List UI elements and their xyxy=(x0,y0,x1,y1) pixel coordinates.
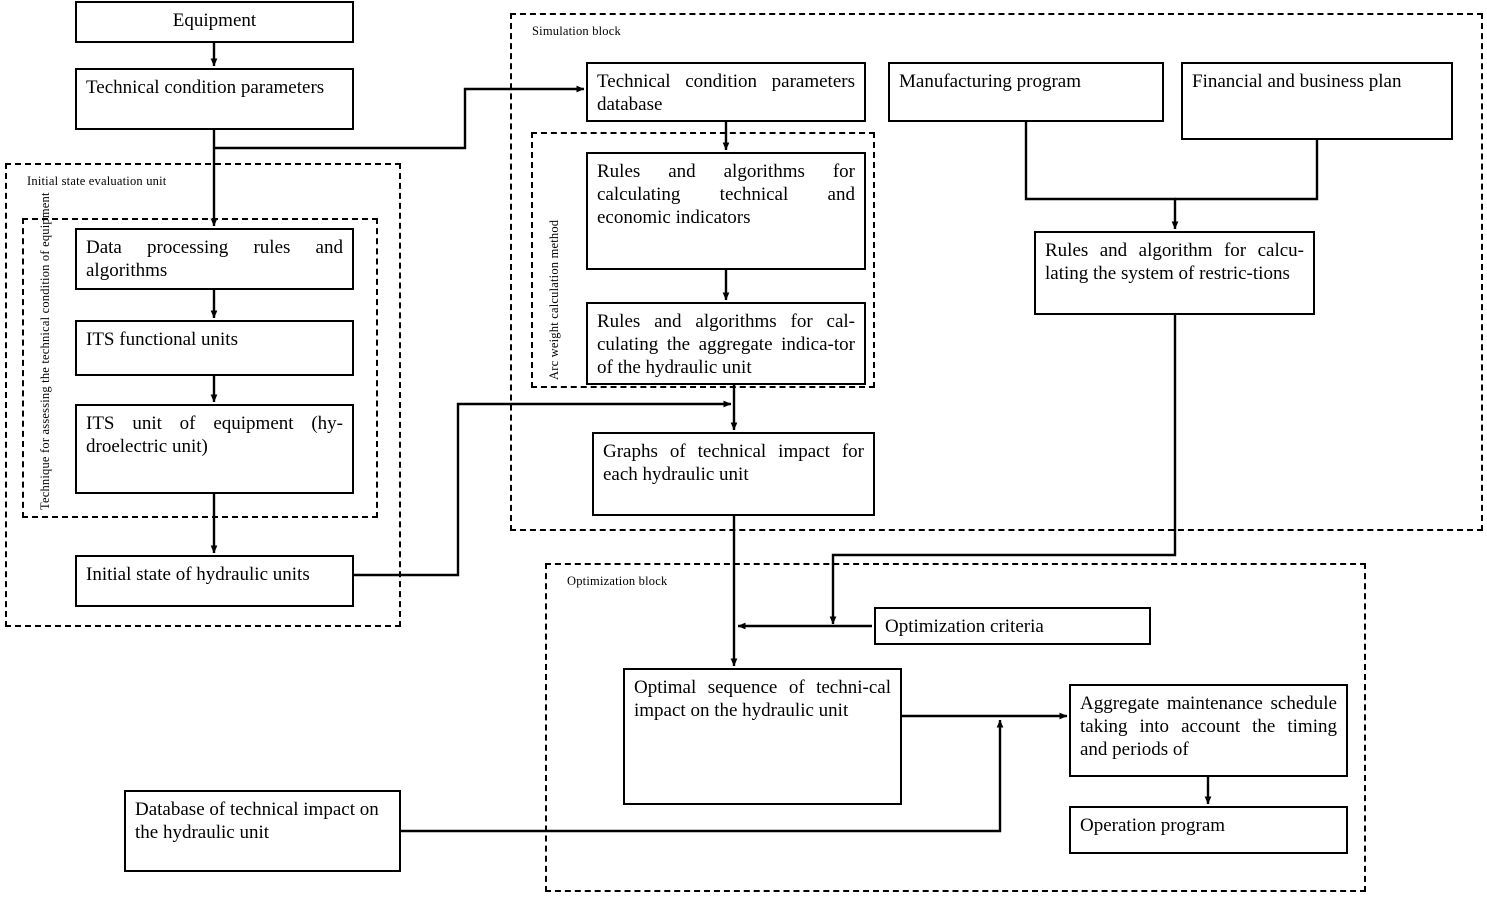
node-its-unit-of-equipment[interactable]: ITS unit of equipment (hy-droelectric un… xyxy=(75,404,354,494)
group-label-optimization-block: Optimization block xyxy=(567,574,668,588)
node-database-of-technical-impact[interactable]: Database of technical impact on the hydr… xyxy=(124,790,401,872)
group-initial-state-evaluation-unit xyxy=(5,163,401,627)
group-label-technique-assessing: Technique for assessing the technical co… xyxy=(38,192,52,510)
group-label-simulation-block: Simulation block xyxy=(532,24,621,38)
node-graphs-of-technical-impact[interactable]: Graphs of technical impact for each hydr… xyxy=(592,432,875,516)
node-its-functional-units[interactable]: ITS functional units xyxy=(75,320,354,376)
group-label-initial-state-evaluation-unit: Initial state evaluation unit xyxy=(27,174,167,188)
group-optimization-block xyxy=(545,563,1366,892)
node-rules-system-of-restrictions[interactable]: Rules and algorithm for calcu-lating the… xyxy=(1034,231,1315,315)
node-technical-condition-parameters[interactable]: Technical condition parameters xyxy=(75,68,354,130)
node-financial-and-business-plan[interactable]: Financial and business plan xyxy=(1181,62,1453,140)
node-optimal-sequence[interactable]: Optimal sequence of techni-cal impact on… xyxy=(623,668,902,805)
node-equipment[interactable]: Equipment xyxy=(75,1,354,43)
node-initial-state-of-hydraulic-units[interactable]: Initial state of hydraulic units xyxy=(75,555,354,607)
node-optimization-criteria[interactable]: Optimization criteria xyxy=(874,607,1151,645)
node-manufacturing-program[interactable]: Manufacturing program xyxy=(888,62,1164,122)
node-rules-aggregate-indicator[interactable]: Rules and algorithms for cal-culating th… xyxy=(586,302,866,385)
node-aggregate-maintenance-schedule[interactable]: Aggregate maintenance schedule taking in… xyxy=(1069,684,1348,777)
group-label-arc-weight-calculation-method: Arc weight calculation method xyxy=(547,219,561,380)
group-arc-weight-calculation-method xyxy=(531,132,875,388)
node-technical-condition-parameters-database[interactable]: Technical condition parameters database xyxy=(586,62,866,122)
group-simulation-block xyxy=(510,13,1483,531)
node-operation-program[interactable]: Operation program xyxy=(1069,806,1348,854)
group-technique-assessing xyxy=(22,218,378,518)
node-data-processing-rules[interactable]: Data processing rules and algorithms xyxy=(75,228,354,290)
node-rules-technical-economic-indicators[interactable]: Rules and algorithms for calculating tec… xyxy=(586,152,866,270)
